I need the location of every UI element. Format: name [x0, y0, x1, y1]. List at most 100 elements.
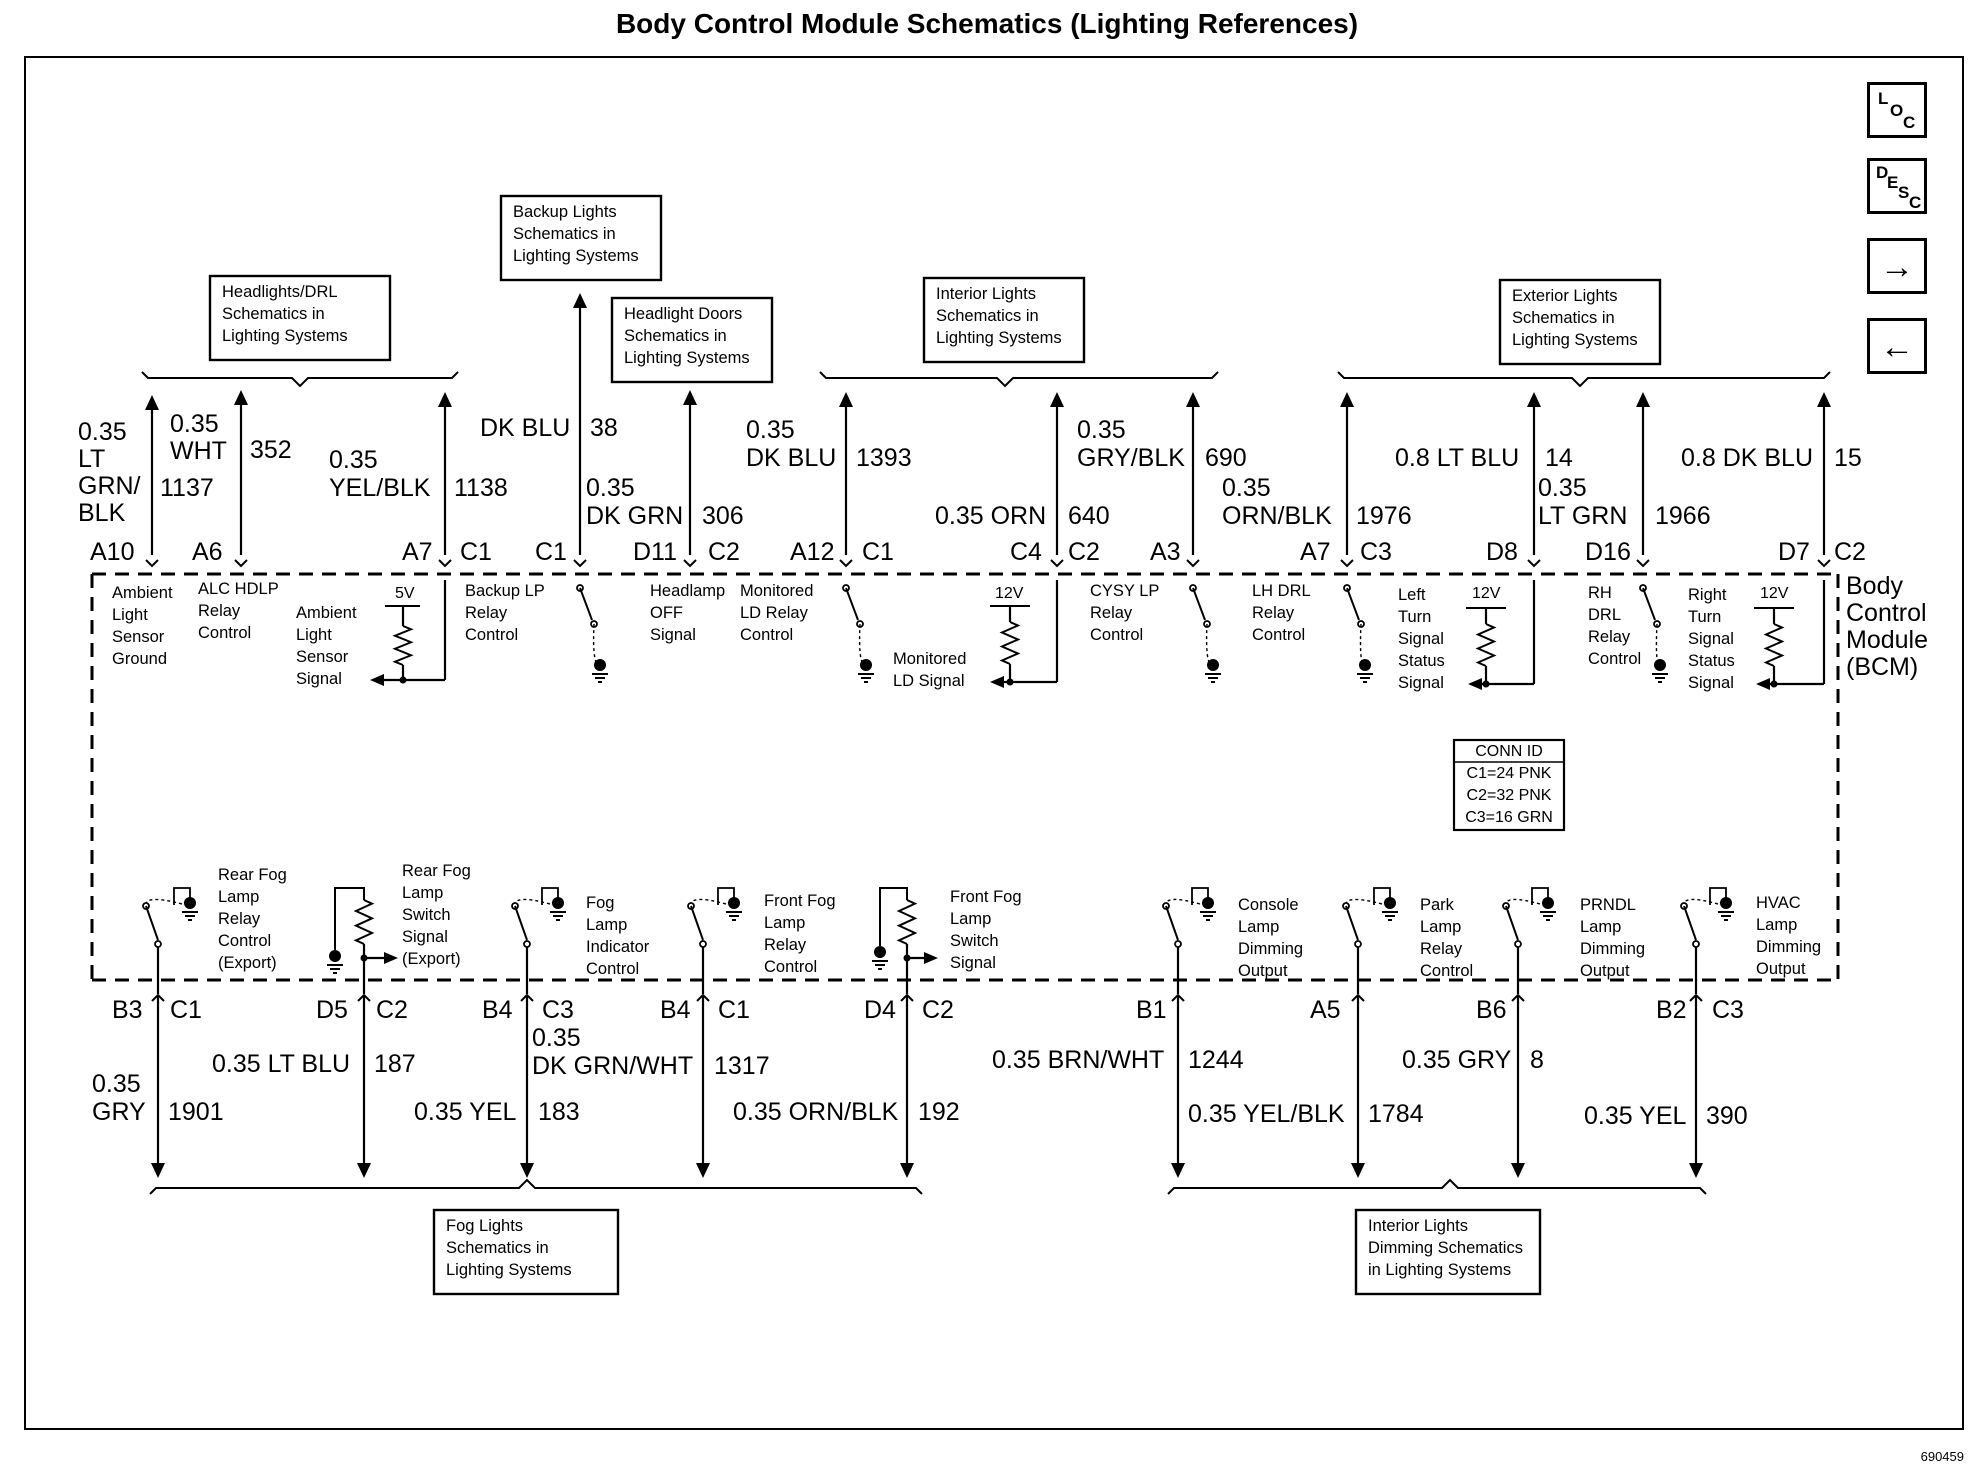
bracket: [1167, 1178, 1707, 1195]
arrow-down-icon: [900, 1163, 914, 1178]
desc-button[interactable]: D E S C: [1867, 158, 1927, 214]
connector-terminal: [520, 993, 534, 1002]
wire-color: 0.35: [170, 410, 219, 438]
connector-terminal: [151, 993, 165, 1002]
loc-letter-l: L: [1878, 89, 1889, 108]
conn-id-row: C1=24 PNK: [1467, 765, 1552, 782]
switch-icon: [514, 898, 551, 907]
loc-button[interactable]: L O C: [1867, 82, 1927, 138]
switch-icon: [1683, 898, 1719, 907]
ref-backup-lights: [499, 194, 663, 282]
function-label: Dimming: [1238, 940, 1303, 958]
bcm-label: Control: [1846, 599, 1927, 627]
pin-label: C1: [535, 538, 567, 566]
function-label: Relay: [198, 602, 241, 620]
arrow-down-icon: [1351, 1163, 1365, 1178]
ground-icon: [1207, 659, 1219, 671]
bracket: [1337, 371, 1831, 388]
next-page-button[interactable]: →: [1867, 238, 1927, 294]
function-label: Status: [1688, 652, 1735, 670]
pin-label: B1: [1136, 996, 1167, 1024]
junction-dot: [1006, 678, 1014, 686]
arrow-up-icon: [839, 392, 853, 407]
arrow-down-icon: [520, 1163, 534, 1178]
arrow-up-icon: [573, 293, 587, 308]
wire-color: GRY/BLK: [1077, 444, 1185, 472]
ref-fog-lights-text: Lighting Systems: [446, 1261, 572, 1279]
arrow-up-icon: [1050, 392, 1064, 407]
pin-label: A6: [192, 538, 223, 566]
connector-label: C1: [460, 538, 492, 566]
ref-interior-lights: [922, 276, 1086, 364]
circuit-line: [334, 887, 365, 962]
resistor-icon: [1763, 623, 1785, 667]
ref-headlights-drl: [208, 274, 392, 362]
arrow-left-icon: [370, 674, 384, 686]
switch-icon: [592, 623, 601, 666]
function-label: Status: [1398, 652, 1445, 670]
function-label: Lamp: [218, 888, 259, 906]
ground-icon: [860, 659, 872, 671]
wire-circuit-number: 187: [374, 1050, 416, 1078]
connector-label: C3: [542, 996, 574, 1024]
switch-icon: [1192, 587, 1206, 621]
desc-letter-d: D: [1876, 163, 1889, 182]
function-label: LH DRL: [1252, 582, 1311, 600]
ground-icon: [552, 897, 564, 909]
resistor-icon: [1475, 623, 1497, 667]
connector-terminal: [696, 993, 710, 1002]
function-label: Control: [586, 960, 639, 978]
ref-interior-dimming-text: Interior Lights: [1368, 1217, 1468, 1235]
wire-circuit-number: 1137: [160, 474, 214, 502]
pin-label: A7: [402, 538, 433, 566]
loc-letter-o: O: [1890, 101, 1904, 120]
connector-terminal: [1050, 559, 1064, 568]
arrow-up-icon: [145, 395, 159, 410]
function-label: Signal: [296, 670, 342, 688]
function-label: Park: [1420, 896, 1455, 914]
function-label: Lamp: [402, 884, 443, 902]
ref-interior-lights-text: Lighting Systems: [936, 329, 1062, 347]
junction-dot: [903, 954, 911, 962]
function-label: Control: [1252, 626, 1305, 644]
switch-icon: [1174, 940, 1182, 948]
wire-circuit-number: 352: [250, 436, 292, 464]
wire-color: 0.35: [746, 416, 795, 444]
switch-icon: [1692, 940, 1700, 948]
function-label: Signal: [650, 626, 696, 644]
connector-label: C1: [862, 538, 894, 566]
wire-circuit-number: 14: [1545, 444, 1573, 472]
function-label: HVAC: [1756, 894, 1801, 912]
connector-label: C2: [1834, 538, 1866, 566]
junction-dot: [360, 954, 368, 962]
function-label: Sensor: [296, 648, 349, 666]
arrow-up-icon: [1636, 392, 1650, 407]
wire-circuit-number: 1138: [454, 474, 508, 502]
pin-label: B3: [112, 996, 143, 1024]
connector-terminal: [234, 559, 248, 568]
ground-icon: [1542, 897, 1554, 909]
wire-color: 0.35: [92, 1070, 141, 1098]
function-label: (Export): [218, 954, 277, 972]
pin-label: D5: [316, 996, 348, 1024]
bcm-label: Body: [1846, 572, 1903, 600]
function-label: Relay: [1588, 628, 1631, 646]
ref-headlight-doors-text: Headlight Doors: [624, 305, 742, 323]
arrow-down-icon: [696, 1163, 710, 1178]
connector-label: C2: [922, 996, 954, 1024]
wire-circuit-number: 690: [1205, 444, 1247, 472]
ground-icon: [874, 946, 886, 958]
desc-letter-c: C: [1909, 193, 1922, 212]
wire-circuit-number: 306: [702, 502, 744, 530]
function-label: Sensor: [112, 628, 165, 646]
function-label: Console: [1238, 896, 1299, 914]
wire-circuit-number: 38: [590, 414, 618, 442]
ref-exterior-lights-text: Lighting Systems: [1512, 331, 1638, 349]
previous-page-button[interactable]: ←: [1867, 318, 1927, 374]
function-label: Rear Fog: [402, 862, 471, 880]
function-label: Signal: [950, 954, 996, 972]
connector-label: C1: [718, 996, 750, 1024]
ref-exterior-lights: [1498, 278, 1662, 366]
function-label: Indicator: [586, 938, 650, 956]
